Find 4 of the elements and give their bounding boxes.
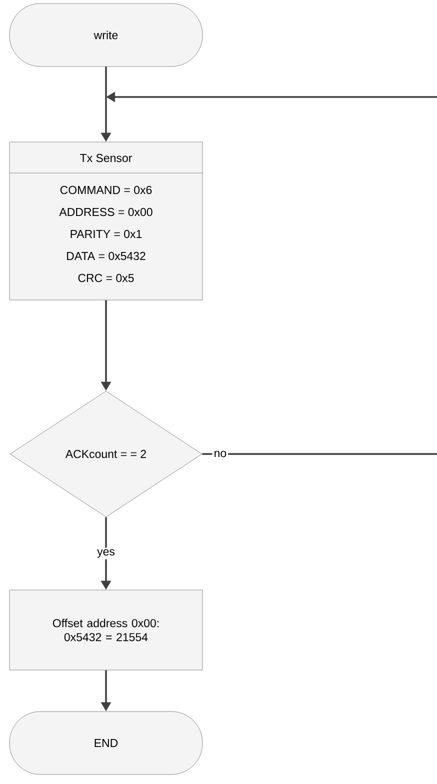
process-box: Offset address 0x00: 0x5432 = 21554 [9, 590, 203, 670]
edge-label: no [212, 449, 228, 459]
edge-label: yes [96, 548, 116, 560]
process-box: Tx Sensor COMMAND = 0x6 ADDRESS = 0x00 PARITY = 0x1 DATA = 0x5432 CRC = 0x5 [9, 142, 203, 300]
